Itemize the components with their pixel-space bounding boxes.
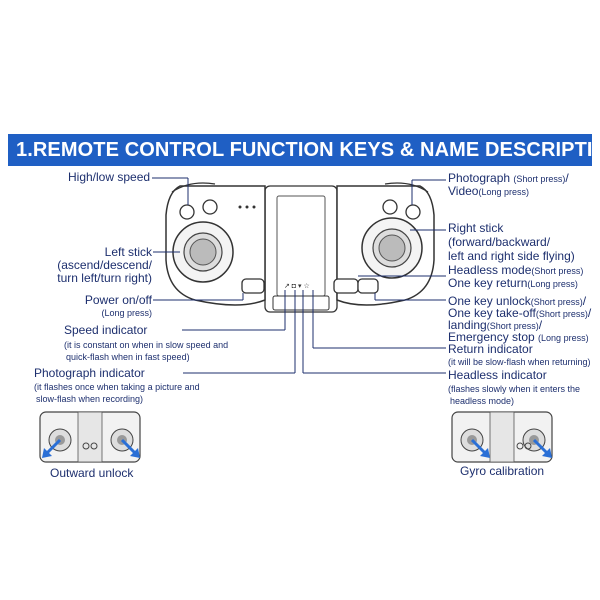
power-button (241, 278, 265, 294)
title-banner (8, 134, 592, 166)
label-headless-indicator-desc-2: headless mode) (450, 396, 515, 406)
caption-gyro-calibration: Gyro calibration (460, 464, 545, 478)
label-headless-indicator: Headless indicator (448, 368, 547, 382)
caption-outward-unlock: Outward unlock (50, 466, 134, 480)
title-text: 1.REMOTE CONTROL FUNCTION KEYS & NAME DE… (16, 139, 600, 161)
label-left-stick: Left stick (104, 245, 152, 259)
label-video: Video(Long press) (448, 184, 530, 198)
label-return-indicator-desc: (it will be slow-flash when returning) (448, 357, 591, 367)
label-left-stick-desc-2: turn left/turn right) (57, 271, 152, 285)
label-right-stick: Right stick (448, 221, 504, 235)
label-photograph-indicator-desc-2: slow-flash when recording) (36, 394, 144, 404)
label-speed-indicator: Speed indicator (64, 323, 148, 337)
label-one-key-takeoff: One key take-off(Short press)/ (448, 306, 592, 320)
label-headless-indicator-desc-1: (flashes slowly when it enters the (448, 384, 581, 394)
label-speed-indicator-desc-2: quick-flash when in fast speed) (66, 352, 190, 362)
label-photograph: Photograph (Short press)/ (448, 171, 569, 185)
label-landing: landing(Short press)/ (448, 318, 543, 332)
photo-button (382, 199, 398, 215)
label-left-stick-desc-1: (ascend/descend/ (57, 258, 152, 272)
label-right-stick-desc-1: (forward/backward/ (448, 235, 551, 249)
label-right-stick-desc-2: left and right side flying) (448, 249, 575, 263)
speed-button (179, 204, 195, 220)
outward-unlock-illustration (39, 411, 141, 463)
label-speed-indicator-desc-1: (it is constant on when in slow speed an… (64, 340, 229, 350)
headless-button (333, 278, 359, 294)
label-photograph-indicator: Photograph indicator (34, 366, 145, 380)
label-return-indicator: Return indicator (448, 342, 533, 356)
svg-text:↗ ◘ ▾ ☆: ↗ ◘ ▾ ☆ (284, 282, 310, 290)
label-one-key-return: One key return(Long press) (448, 276, 578, 290)
video-button (405, 204, 421, 220)
label-power: Power on/off (84, 293, 152, 307)
label-photograph-indicator-desc-1: (it flashes once when taking a picture a… (34, 382, 200, 392)
left-top-button (202, 199, 218, 215)
label-emergency-stop: Emergency stop (Long press) (448, 330, 589, 344)
label-power-sub: (Long press) (101, 308, 152, 318)
unlock-button (357, 278, 379, 294)
label-high-low-speed: High/low speed (68, 170, 151, 184)
label-headless-mode: Headless mode(Short press) (448, 263, 584, 277)
gyro-calibration-illustration (451, 411, 553, 463)
label-one-key-unlock: One key unlock(Short press)/ (448, 294, 587, 308)
